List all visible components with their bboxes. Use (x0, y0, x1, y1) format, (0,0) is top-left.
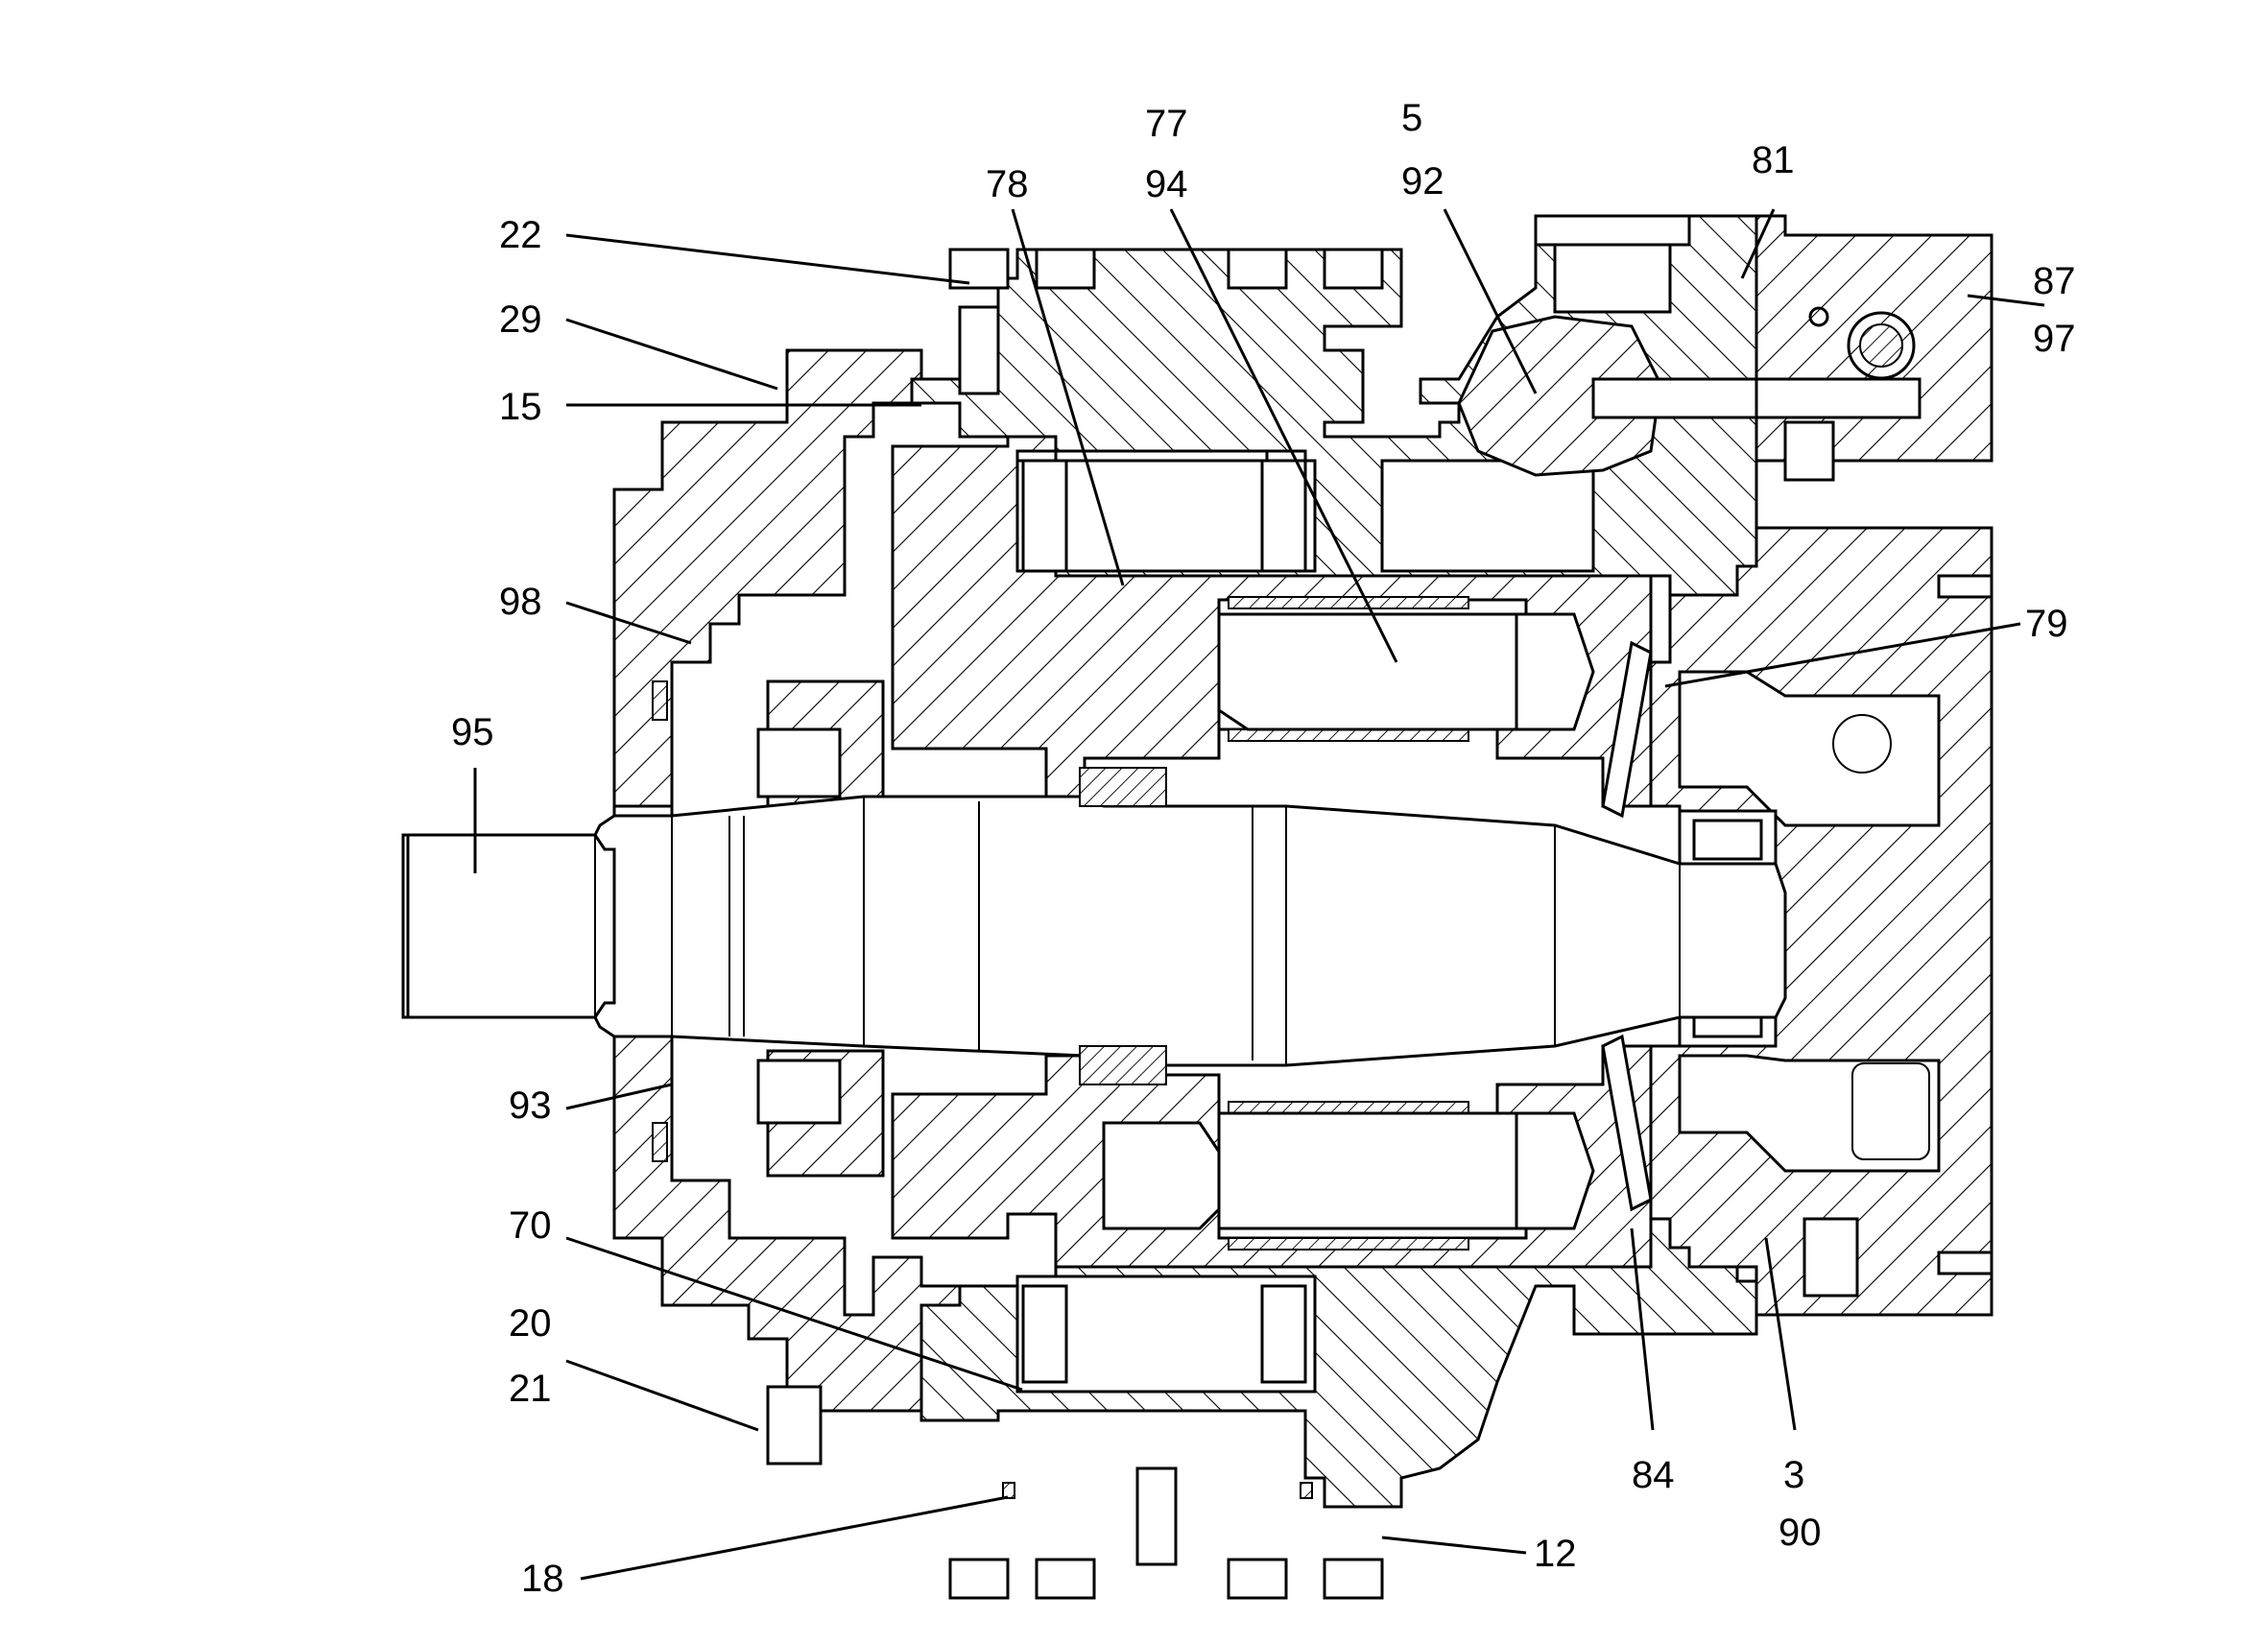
label-78: 78 (986, 163, 1029, 205)
input-shaft (406, 833, 616, 1019)
label-77: 77 (1145, 103, 1188, 145)
label-70: 70 (509, 1204, 552, 1247)
leader-lines (473, 208, 2045, 1581)
label-12: 12 (1534, 1533, 1577, 1575)
label-92: 92 (1401, 160, 1444, 203)
label-93: 93 (509, 1084, 552, 1127)
label-79: 79 (2025, 603, 2068, 645)
label-90: 90 (1779, 1512, 1822, 1554)
label-95: 95 (451, 711, 494, 753)
label-84: 84 (1632, 1454, 1675, 1496)
label-81: 81 (1752, 139, 1795, 181)
label-22: 22 (499, 214, 542, 256)
pistons (1102, 612, 1595, 1230)
label-20: 20 (509, 1302, 552, 1345)
label-94: 94 (1145, 163, 1188, 205)
label-97: 97 (2033, 318, 2076, 360)
label-21: 21 (509, 1368, 552, 1410)
label-87: 87 (2033, 260, 2076, 302)
label-5: 5 (1401, 97, 1422, 139)
fasteners (652, 248, 1993, 1600)
label-29: 29 (499, 298, 542, 341)
label-98: 98 (499, 581, 542, 623)
label-3: 3 (1783, 1454, 1804, 1496)
label-15: 15 (499, 386, 542, 428)
part-labels: 77 5 78 94 92 81 22 29 15 87 97 98 79 95… (451, 97, 2076, 1600)
label-18: 18 (521, 1558, 564, 1600)
